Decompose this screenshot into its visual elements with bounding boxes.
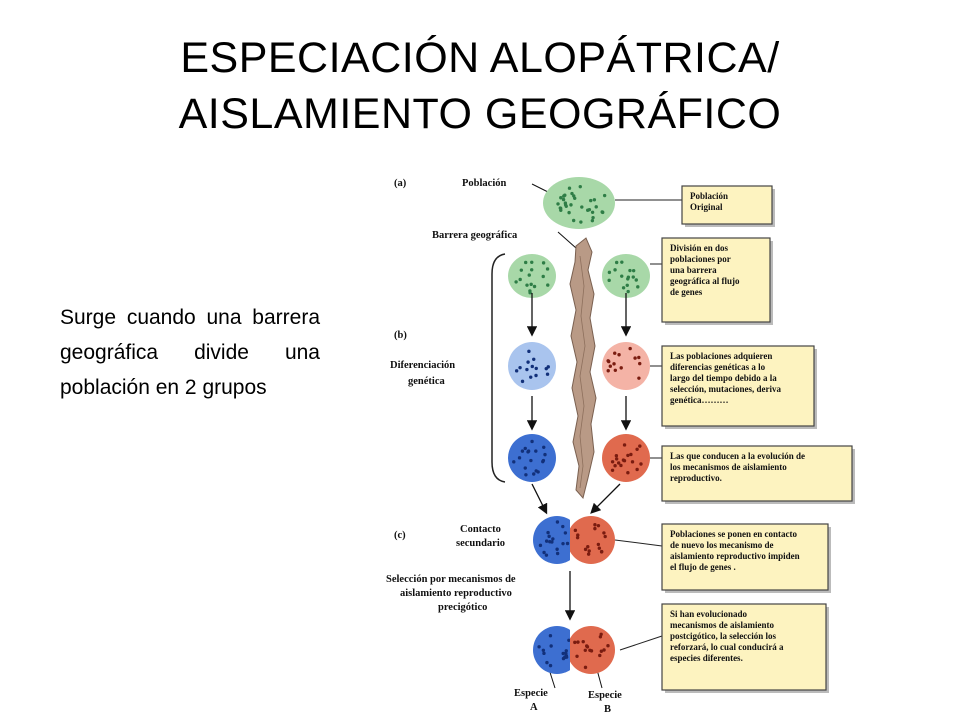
panel-c-label: (c) <box>394 530 406 541</box>
population-left-blue <box>508 434 556 482</box>
note-6-line-2: mecanismos de aislamiento <box>670 620 774 630</box>
note-5-line-1: Poblaciones se ponen en contacto <box>670 529 797 539</box>
population-circles <box>508 177 650 674</box>
slide-title: ESPECIACIÓN ALOPÁTRICA/ AISLAMIENTO GEOG… <box>0 30 960 142</box>
note-6-line-5: especies diferentes. <box>670 653 743 663</box>
diferenciacion-label-1: Diferenciación <box>390 360 455 371</box>
note-4-line-3: reproductivo. <box>670 473 722 483</box>
poblacion-label: Población <box>462 178 506 189</box>
population-left-green <box>508 254 556 298</box>
note-2-line-3: una barrera <box>670 265 717 275</box>
note-6-line-4: reforzará, lo cual conducirá a <box>670 642 784 652</box>
note-3-line-4: selección, mutaciones, deriva <box>670 384 781 394</box>
speciation-diagram: (a) (b) (c) Población Barrera geográfica… <box>380 166 880 720</box>
diagram-svg: (a) (b) (c) Población Barrera geográfica… <box>386 177 855 715</box>
population-right-green <box>602 254 650 298</box>
note-1-line-2: Original <box>690 202 723 212</box>
especie-b-label-2: B <box>604 704 611 715</box>
contact-red <box>567 516 615 564</box>
barrera-pointer <box>557 231 577 249</box>
note-3-line-2: diferencias genéticas a lo <box>670 362 766 372</box>
note-3-line-5: genética……… <box>670 395 729 405</box>
title-line-2: AISLAMIENTO GEOGRÁFICO <box>178 90 782 138</box>
note-3-line-1: Las poblaciones adquieren <box>670 351 772 361</box>
note-5-line-3: aislamiento reproductivo impiden <box>670 551 800 561</box>
title-line-1: ESPECIACIÓN ALOPÁTRICA/ <box>180 34 780 82</box>
especie-b-label-1: Especie <box>588 690 622 701</box>
arrow-converge-left <box>531 483 548 515</box>
note-3-line-3: largo del tiempo debido a la <box>670 373 777 383</box>
panel-b-label: (b) <box>394 330 407 341</box>
note-2-line-2: poblaciones por <box>670 254 731 264</box>
arrow-converge-right <box>590 483 621 514</box>
geographic-barrier <box>569 237 597 500</box>
species-b-red <box>567 626 615 674</box>
seleccion-label-3: precigótico <box>438 602 487 613</box>
population-original-circle <box>543 177 615 229</box>
note-2-line-5: de genes <box>670 287 703 297</box>
note-4-line-1: Las que conducen a la evolución de <box>670 451 805 461</box>
seleccion-label-1: Selección por mecanismos de <box>386 574 516 585</box>
contacto-label-1: Contacto <box>460 524 501 535</box>
body-text: Surge cuando una barrera geográfica divi… <box>60 306 320 399</box>
especie-a-label-1: Especie <box>514 688 548 699</box>
note-6-line-1: Si han evolucionado <box>670 609 748 619</box>
diferenciacion-label-2: genética <box>408 376 445 387</box>
contact-blue <box>533 516 570 564</box>
seleccion-label-2: aislamiento reproductivo <box>400 588 512 599</box>
poblacion-pointer <box>531 183 549 193</box>
note-6-line-3: postcigótico, la selección los <box>670 631 776 641</box>
note-4-line-2: los mecanismos de aislamiento <box>670 462 787 472</box>
species-a-blue <box>533 626 570 674</box>
especie-a-label-2: A <box>530 702 538 713</box>
note-2-line-4: geográfica al flujo <box>670 276 740 286</box>
note-1-line-1: Población <box>690 191 728 201</box>
contacto-label-2: secundario <box>456 538 505 549</box>
panel-a-label: (a) <box>394 178 407 189</box>
barrera-label: Barrera geográfica <box>432 230 518 241</box>
note-5-line-2: de nuevo los mecanismo de <box>670 540 774 550</box>
population-left-lightblue <box>508 342 556 390</box>
population-right-red <box>602 434 650 482</box>
note-2-line-1: División en dos <box>670 243 729 253</box>
population-right-lightred <box>602 342 650 390</box>
note-5-line-4: el flujo de genes . <box>670 562 736 572</box>
panel-b-bracket <box>491 253 506 483</box>
